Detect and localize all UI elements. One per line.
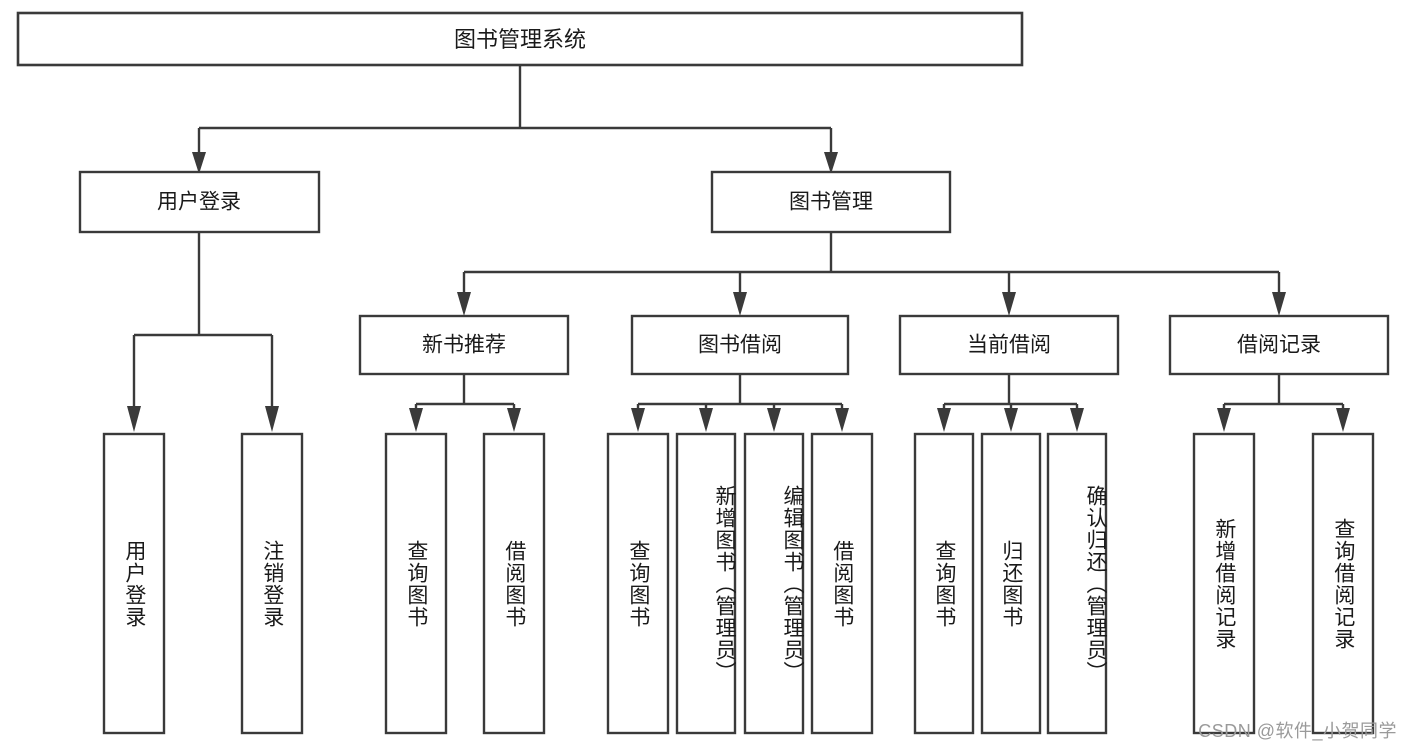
node-leaf-user-login-box[interactable]: [102, 432, 166, 735]
node-book-manage[interactable]: 图书管理: [710, 170, 952, 234]
arrowhead-leaf-borrow-book-1: [507, 408, 521, 432]
arrowhead-leaf-edit-book-admin: [767, 408, 781, 432]
node-leaf-edit-book-admin-box[interactable]: [743, 432, 805, 735]
node-leaf-logout-login-box[interactable]: [240, 432, 304, 735]
node-leaf-query-book-2-box[interactable]: [606, 432, 670, 735]
arrowhead-user-login: [192, 152, 206, 174]
node-current-borrow-box[interactable]: [898, 314, 1120, 376]
node-new-book-recommend-box[interactable]: [358, 314, 570, 376]
node-book-borrow-label: 图书借阅: [698, 334, 782, 357]
node-current-borrow[interactable]: 当前借阅: [898, 314, 1120, 376]
node-borrow-record-box[interactable]: [1168, 314, 1390, 376]
node-leaf-query-book-3-box[interactable]: [913, 432, 975, 735]
node-user-login-box[interactable]: [78, 170, 321, 234]
arrowhead-leaf-query-book-1: [409, 408, 423, 432]
node-borrow-record[interactable]: 借阅记录: [1168, 314, 1390, 376]
node-borrow-record-label: 借阅记录: [1237, 334, 1321, 357]
arrowhead-leaf-query-book-3: [937, 408, 951, 432]
arrowhead-borrow-record: [1272, 292, 1286, 316]
node-book-manage-label: 图书管理: [789, 191, 873, 214]
node-new-book-recommend-label: 新书推荐: [422, 334, 506, 357]
connector-group-book-borrow: [631, 374, 849, 432]
arrowhead-leaf-user-login: [127, 406, 141, 432]
connector-group-current-borrow: [937, 374, 1084, 432]
node-new-book-recommend[interactable]: 新书推荐: [358, 314, 570, 376]
node-book-borrow-box[interactable]: [630, 314, 850, 376]
node-root-box[interactable]: [16, 11, 1024, 67]
arrowhead-leaf-query-book-2: [631, 408, 645, 432]
csdn-watermark: CSDN @软件_小贺同学: [1198, 721, 1397, 741]
node-leaf-add-borrow-record-box[interactable]: [1192, 432, 1256, 735]
arrowhead-leaf-borrow-book-2: [835, 408, 849, 432]
node-leaf-query-book-1-box[interactable]: [384, 432, 448, 735]
arrowhead-new-book-recommend: [457, 292, 471, 316]
node-current-borrow-label: 当前借阅: [967, 334, 1051, 357]
arrowhead-book-manage: [824, 152, 838, 174]
node-user-login[interactable]: 用户登录: [78, 170, 321, 234]
connector-group-new-book-recommend: [409, 374, 521, 432]
node-leaf-borrow-book-2-box[interactable]: [810, 432, 874, 735]
arrowhead-leaf-logout-login: [265, 406, 279, 432]
arrowhead-leaf-add-borrow-record: [1217, 408, 1231, 432]
connector-group-borrow-record: [1217, 374, 1350, 432]
node-book-manage-box[interactable]: [710, 170, 952, 234]
node-book-borrow[interactable]: 图书借阅: [630, 314, 850, 376]
arrowhead-leaf-add-book-admin: [699, 408, 713, 432]
node-leaf-query-borrow-record-box[interactable]: [1311, 432, 1375, 735]
node-root-label: 图书管理系统: [454, 27, 586, 52]
node-root[interactable]: 图书管理系统: [16, 11, 1024, 67]
connector-group-user-login: [127, 232, 279, 432]
node-leaf-return-book-box[interactable]: [980, 432, 1042, 735]
node-user-login-label: 用户登录: [157, 191, 241, 214]
node-leaf-add-book-admin-box[interactable]: [675, 432, 737, 735]
arrowhead-leaf-confirm-return-admin: [1070, 408, 1084, 432]
arrowhead-leaf-return-book: [1004, 408, 1018, 432]
node-leaf-borrow-book-1-box[interactable]: [482, 432, 546, 735]
node-leaf-confirm-return-admin-box[interactable]: [1046, 432, 1108, 735]
arrowhead-current-borrow: [1002, 292, 1016, 316]
connector-group-book-manage: [457, 232, 1286, 316]
arrowhead-book-borrow: [733, 292, 747, 316]
connector-group-root: [192, 65, 838, 174]
arrowhead-leaf-query-borrow-record: [1336, 408, 1350, 432]
